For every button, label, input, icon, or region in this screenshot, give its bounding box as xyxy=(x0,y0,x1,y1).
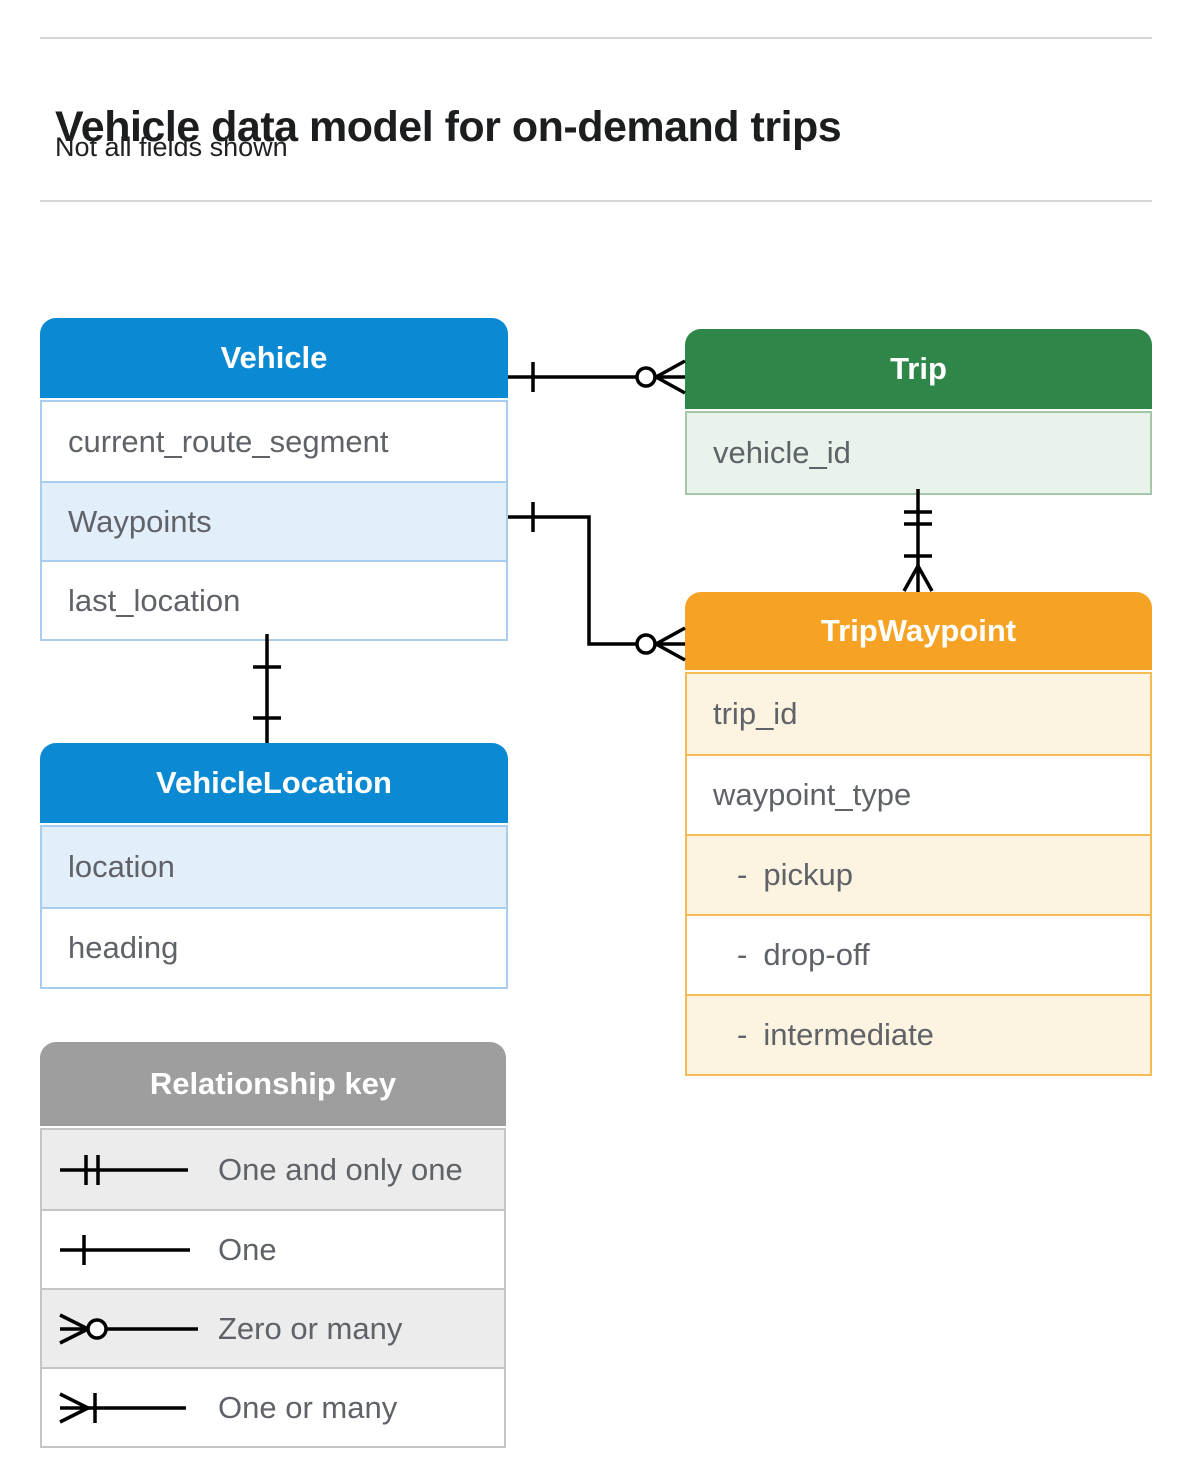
field-waypoints: Waypoints xyxy=(42,481,506,560)
entity-trip-title: Trip xyxy=(685,329,1152,409)
top-divider xyxy=(40,37,1152,39)
key-row-one: One xyxy=(42,1209,504,1288)
field-heading: heading xyxy=(42,907,506,987)
connector-trip-tripwaypoint xyxy=(902,489,934,592)
entity-vehicle: Vehicle current_route_segment Waypoints … xyxy=(40,318,508,641)
relationship-key-body: One and only one One Zero or many One or… xyxy=(40,1128,506,1448)
field-waypoint-type-pickup: -pickup xyxy=(687,834,1150,914)
key-row-one-and-only-one: One and only one xyxy=(42,1130,504,1209)
field-waypoint-type-intermediate: -intermediate xyxy=(687,994,1150,1074)
entity-tripwaypoint-body: trip_id waypoint_type -pickup -drop-off … xyxy=(685,672,1152,1076)
page-subtitle: Not all fields shown xyxy=(55,132,288,162)
field-trip-id: trip_id xyxy=(687,674,1150,754)
relationship-key: Relationship key One and only one One Ze… xyxy=(40,1042,506,1448)
connector-vehicle-vehiclelocation xyxy=(253,634,281,743)
field-location: location xyxy=(42,827,506,907)
entity-tripwaypoint: TripWaypoint trip_id waypoint_type -pick… xyxy=(685,592,1152,1076)
subtitle-divider xyxy=(40,200,1152,202)
entity-tripwaypoint-title: TripWaypoint xyxy=(685,592,1152,670)
entity-vehiclelocation-body: location heading xyxy=(40,825,508,989)
one-and-only-one-icon xyxy=(60,1154,188,1185)
entity-trip-body: vehicle_id xyxy=(685,411,1152,495)
field-last-location: last_location xyxy=(42,560,506,639)
key-row-zero-or-many: Zero or many xyxy=(42,1288,504,1367)
entity-vehiclelocation-title: VehicleLocation xyxy=(40,743,508,823)
connector-waypoints-tripwaypoint xyxy=(508,502,686,662)
key-row-one-or-many: One or many xyxy=(42,1367,504,1446)
entity-vehicle-body: current_route_segment Waypoints last_loc… xyxy=(40,400,508,641)
field-current-route-segment: current_route_segment xyxy=(42,402,506,481)
field-waypoint-type-drop-off: -drop-off xyxy=(687,914,1150,994)
entity-vehicle-title: Vehicle xyxy=(40,318,508,398)
connector-vehicle-trip xyxy=(508,359,686,395)
entity-vehiclelocation: VehicleLocation location heading xyxy=(40,743,508,989)
field-waypoint-type: waypoint_type xyxy=(687,754,1150,834)
relationship-key-title: Relationship key xyxy=(40,1042,506,1126)
one-icon xyxy=(60,1234,190,1265)
entity-trip: Trip vehicle_id xyxy=(685,329,1152,495)
page-title: Vehicle data model for on-demand trips xyxy=(55,102,842,151)
one-or-many-icon xyxy=(59,1391,186,1424)
field-vehicle-id: vehicle_id xyxy=(687,413,1150,493)
zero-or-many-icon xyxy=(59,1312,198,1345)
